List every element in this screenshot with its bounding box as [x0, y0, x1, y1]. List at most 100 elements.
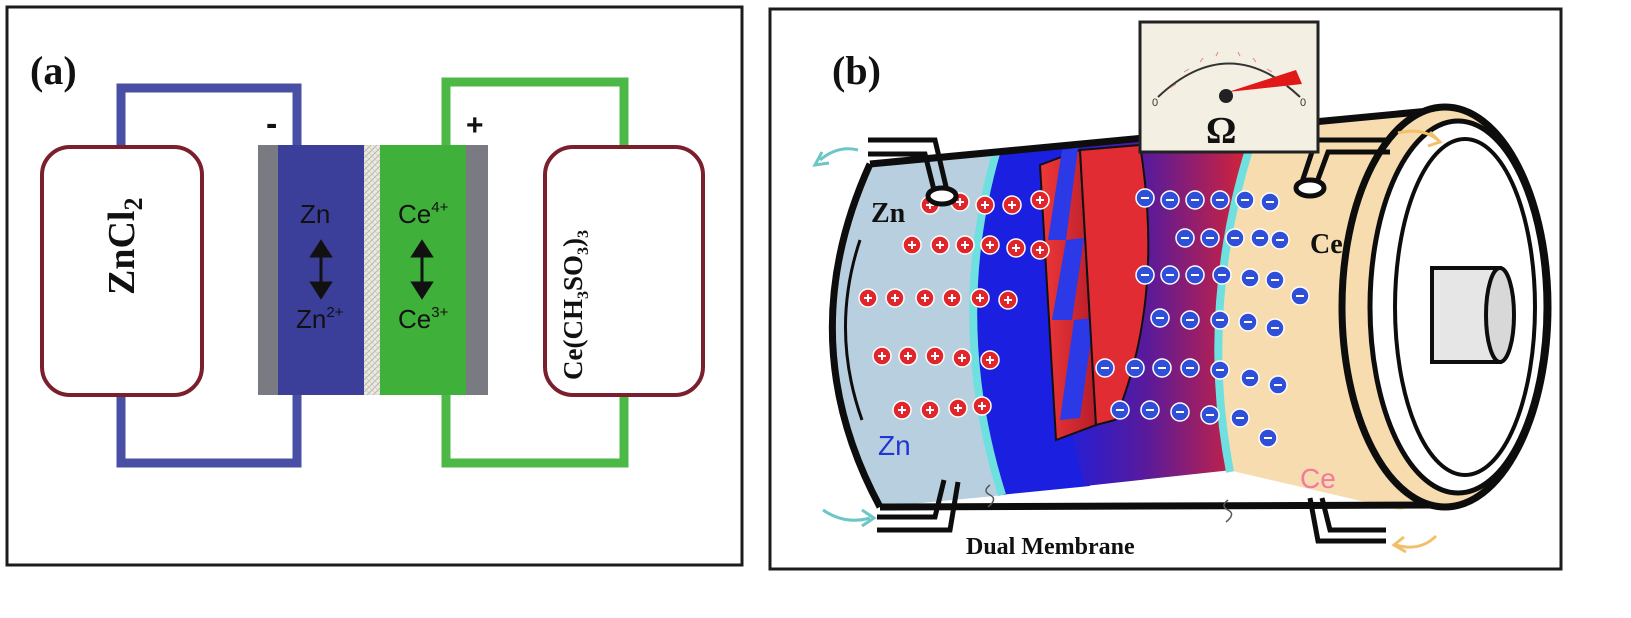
- anion-3: [1210, 190, 1230, 210]
- ce-electrode-label: Ce: [1310, 229, 1343, 260]
- anion-30: [1110, 400, 1130, 420]
- panel-a-label: (a): [30, 48, 77, 93]
- zn-electrolyte-label: Zn: [878, 430, 911, 461]
- zn-electrode-label: Zn: [871, 198, 906, 229]
- membrane-pointers: [985, 484, 1233, 523]
- separator: [364, 145, 380, 395]
- cation-14: [942, 288, 962, 308]
- cylinder-left-cap: [828, 162, 884, 509]
- cation-6: [930, 235, 950, 255]
- zn2-label: Zn2+: [296, 304, 344, 334]
- dual-membrane-label: Dual Membrane: [966, 534, 1135, 560]
- ohm-meter: 0 0 Ω: [1138, 20, 1320, 154]
- znCl2-label: ZnCl2: [101, 198, 148, 295]
- ce3-label: Ce3+: [398, 304, 449, 334]
- anion-26: [1180, 358, 1200, 378]
- cation-3: [1002, 195, 1022, 215]
- cation-5: [902, 235, 922, 255]
- cation-group: [858, 190, 1050, 420]
- cation-25: [972, 396, 992, 416]
- anion-12: [1160, 265, 1180, 285]
- anion-25: [1152, 358, 1172, 378]
- cation-9: [1006, 238, 1026, 258]
- negative-wire: [116, 83, 302, 147]
- cation-10: [1030, 240, 1050, 260]
- cylinder-bottom-edge: [879, 501, 1441, 511]
- anion-29: [1268, 375, 1288, 395]
- anion-group: [1095, 188, 1310, 448]
- cation-12: [885, 288, 905, 308]
- anion-10: [1270, 230, 1290, 250]
- positive-current-collector: [466, 145, 488, 395]
- anion-16: [1265, 270, 1285, 290]
- neg-double-arrow: [309, 239, 333, 300]
- anion-23: [1095, 358, 1115, 378]
- anion-5: [1260, 192, 1280, 212]
- anion-15: [1240, 268, 1260, 288]
- cation-13: [915, 288, 935, 308]
- anion-27: [1210, 360, 1230, 380]
- inner-arc: [844, 239, 864, 421]
- electrode-plate: [1038, 143, 1150, 442]
- cation-22: [892, 400, 912, 420]
- ohm-symbol: Ω: [1206, 110, 1236, 152]
- plus-sign: +: [466, 109, 484, 142]
- anion-1: [1160, 190, 1180, 210]
- anion-17: [1290, 286, 1310, 306]
- znCl2-tank: [40, 145, 204, 397]
- anion-28: [1240, 368, 1260, 388]
- anion-21: [1238, 312, 1258, 332]
- flow-arrow-top-left: [819, 147, 859, 162]
- negative-return-wire: [116, 395, 302, 468]
- anion-9: [1250, 228, 1270, 248]
- panel-b-label: (b): [832, 48, 881, 93]
- anion-34: [1230, 408, 1250, 428]
- ce-outlet-pipe: [1307, 497, 1386, 544]
- positive-return-wire: [441, 395, 629, 468]
- cation-7: [955, 235, 975, 255]
- zn-label: Zn: [300, 199, 330, 229]
- anion-18: [1150, 308, 1170, 328]
- anion-13: [1185, 265, 1205, 285]
- ce-electrolyte-label-b: Ce: [1300, 463, 1336, 494]
- pos-double-arrow: [410, 239, 434, 300]
- right-membrane: [1214, 123, 1261, 473]
- minus-sign: -: [266, 105, 277, 143]
- anion-33: [1200, 405, 1220, 425]
- anion-32: [1170, 402, 1190, 422]
- cation-21: [980, 350, 1000, 370]
- flow-arrow-bottom-left-head: [861, 508, 877, 528]
- flow-arrow-bottom-left: [822, 508, 871, 522]
- meter-max: 0: [1300, 97, 1306, 109]
- anion-19: [1180, 310, 1200, 330]
- anion-11: [1135, 265, 1155, 285]
- cation-24: [948, 398, 968, 418]
- ce-tank: [543, 145, 705, 397]
- cation-2: [975, 195, 995, 215]
- anion-22: [1265, 318, 1285, 338]
- anion-8: [1225, 228, 1245, 248]
- positive-wire: [441, 77, 629, 148]
- anion-7: [1200, 228, 1220, 248]
- panel-b: (b): [768, 7, 1563, 571]
- cation-18: [898, 346, 918, 366]
- anion-2: [1185, 190, 1205, 210]
- flow-arrow-top-left-head: [812, 151, 830, 167]
- cylinder-end-cap: [1338, 103, 1552, 511]
- anion-24: [1125, 358, 1145, 378]
- meter-min: 0: [1152, 97, 1158, 109]
- cation-17: [872, 346, 892, 366]
- anion-31: [1140, 400, 1160, 420]
- anion-6: [1175, 228, 1195, 248]
- zn-inlet-pipe: [868, 137, 959, 207]
- cation-15: [970, 288, 990, 308]
- anion-4: [1235, 190, 1255, 210]
- panel-a: (a) ZnCl2 Ce(CH3SO3)3 - + Zn Zn2+ Ce4+: [5, 5, 744, 567]
- cation-20: [952, 348, 972, 368]
- ce4-label: Ce4+: [398, 199, 449, 229]
- flow-arrow-bottom-right-head: [1391, 535, 1407, 554]
- cation-23: [920, 400, 940, 420]
- left-membrane: [969, 148, 1006, 497]
- anion-20: [1210, 310, 1230, 330]
